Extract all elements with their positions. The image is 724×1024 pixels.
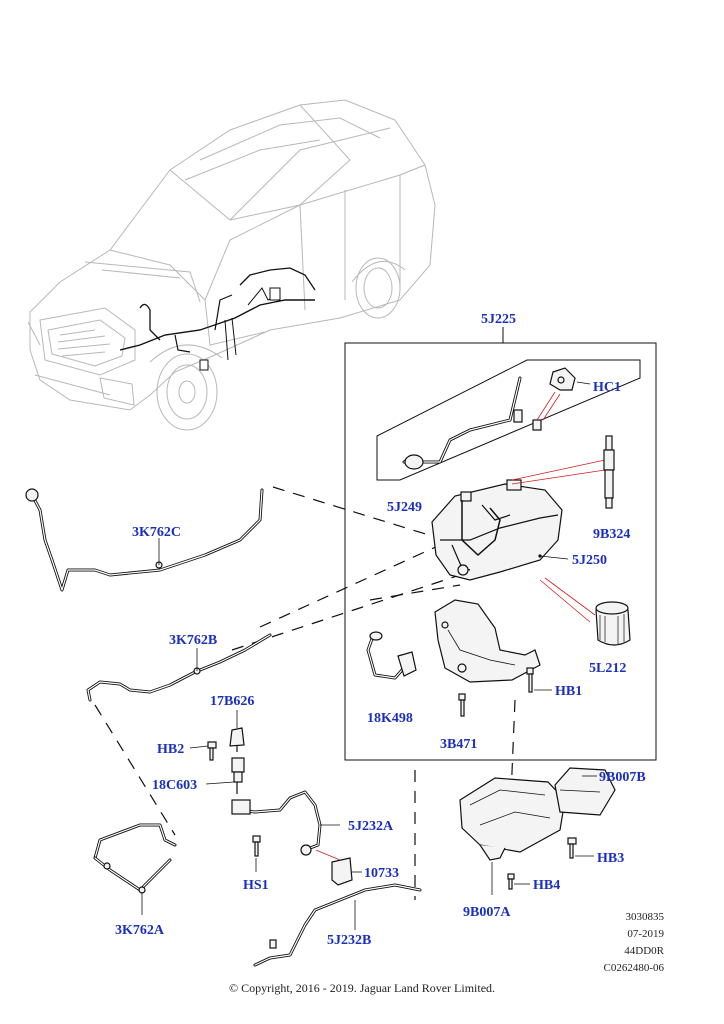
part-10733-clamp: [315, 849, 362, 886]
part-3k762c-pipe: [25, 488, 264, 592]
label-hc1: HC1: [593, 380, 621, 395]
label-10733: 10733: [364, 866, 399, 881]
label-5l212: 5L212: [589, 661, 626, 676]
label-3k762a: 3K762A: [115, 923, 165, 938]
label-18c603: 18C603: [152, 778, 197, 793]
label-5j232b: 5J232B: [327, 933, 371, 948]
label-hb1: HB1: [555, 684, 582, 699]
reference-code: 44DD0R: [624, 945, 664, 957]
copyright-notice: © Copyright, 2016 - 2019. Jaguar Land Ro…: [228, 981, 496, 995]
label-hb2: HB2: [157, 742, 184, 757]
label-hb4: HB4: [533, 878, 560, 893]
vehicle-outline: [27, 99, 436, 431]
label-18k498: 18K498: [367, 711, 413, 726]
part-17b626-18c603: [189, 710, 340, 872]
label-9b324: 9B324: [593, 527, 630, 542]
part-3b471-bracket: [434, 599, 552, 717]
label-5j249: 5J249: [387, 500, 422, 515]
label-9b007b: 9B007B: [599, 770, 646, 785]
part-9b007-brackets: [459, 767, 616, 895]
label-3k762c: 3K762C: [132, 525, 181, 540]
label-5j225: 5J225: [481, 312, 516, 327]
label-hb3: HB3: [597, 851, 624, 866]
label-9b007a: 9B007A: [463, 905, 511, 920]
reference-catalog: C0262480-06: [603, 962, 665, 974]
reference-number: 3030835: [625, 911, 665, 923]
part-5j249-hose: [402, 367, 591, 470]
reference-dashed-lines: [94, 486, 516, 900]
label-3k762b: 3K762B: [169, 633, 217, 648]
part-9b324-sensor: [603, 435, 615, 509]
callout-labels: 5J225 HC1 5J249 9B324 5J250 3K762C 3K762…: [115, 312, 646, 948]
part-5l212-pump: [595, 601, 631, 646]
label-17b626: 17B626: [210, 694, 254, 709]
part-18k498-hose: [366, 631, 417, 680]
reference-date: 07-2019: [627, 928, 664, 940]
label-5j250: 5J250: [572, 553, 607, 568]
label-hs1: HS1: [243, 878, 269, 893]
label-5j232a: 5J232A: [348, 819, 394, 834]
label-3b471: 3B471: [440, 737, 477, 752]
part-5j232b-pipe: [253, 883, 422, 967]
part-3k762b-pipe: [86, 633, 272, 702]
part-3k762a-pipe: [93, 823, 177, 915]
part-5j250-tank: [431, 459, 606, 623]
reference-block: 3030835 07-2019 44DD0R C0262480-06: [604, 909, 665, 977]
kit-frame-5j225: [344, 327, 657, 761]
